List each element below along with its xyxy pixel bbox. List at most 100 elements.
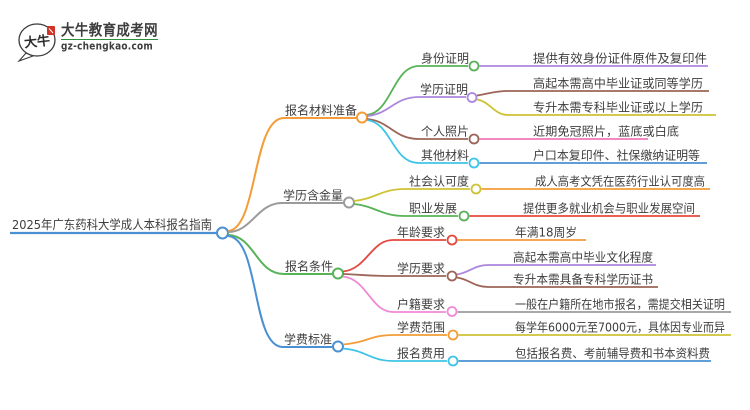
brand-domain: gz-chengkao.com [61,41,153,53]
logo-speech-bubble-icon [18,23,56,57]
leaf-fee-range-detail[interactable]: 每学年6000元至7000元，具体因专业而异 [458,320,732,336]
leaf-age-req-detail[interactable]: 年满18周岁 [457,225,587,241]
leaf-id-proof-label[interactable]: 提供有效身份证件原件及复印件 [533,51,707,66]
node-age-req-label[interactable]: 年龄要求 [397,226,445,240]
leaf-residence-req-detail[interactable]: 一般在户籍所在地市报名，需提交相关证明 [457,297,732,313]
node-reg-fee-circle[interactable] [447,355,459,367]
root-node[interactable]: 2025年广东药科大学成人本科报名指南 [10,217,229,240]
leaf-fee-range-label[interactable]: 每学年6000元至7000元，具体因专业而异 [515,320,725,335]
branch-fees-circle[interactable] [332,340,344,353]
connector-root-materials [227,117,285,232]
root-node-label[interactable]: 2025年广东药科大学成人本科报名指南 [12,217,212,232]
node-edu-proof-label[interactable]: 学历证明 [420,82,468,97]
branch-materials-label[interactable]: 报名材料准备 [285,103,357,118]
branch-value[interactable]: 学历含金量 [282,188,355,209]
branch-fees[interactable]: 学费标准 [283,332,344,353]
leaf-career-detail[interactable]: 提供更多就业机会与职业发展空间 [469,201,701,217]
node-career-label[interactable]: 职业发展 [409,201,457,216]
brand-name: 大牛教育成考网 [61,21,158,39]
connector-value-recognition [353,188,406,202]
leaf-edu-proof-zhuanshengben[interactable]: 专升本需专科毕业证或以上学历 [476,98,716,116]
node-id-proof[interactable]: 身份证明 [419,51,480,72]
node-photo-circle[interactable] [468,133,480,145]
node-other-materials-circle[interactable] [468,157,480,169]
branch-conditions[interactable]: 报名条件 [284,259,344,280]
node-career-circle[interactable] [458,210,470,222]
leaf-edu-req-zhuanshengben[interactable]: 专升本需具备专科学历证书 [456,272,658,288]
branch-materials[interactable]: 报名材料准备 [284,103,368,124]
connector-root-fees [227,235,284,348]
branch-value-circle[interactable] [343,196,355,209]
node-career[interactable]: 职业发展 [405,201,470,222]
branch-value-label[interactable]: 学历含金量 [283,188,343,203]
leaf-photo-detail[interactable]: 近期免冠照片，蓝底或白底 [479,124,680,140]
node-id-proof-circle[interactable] [468,60,480,72]
node-residence-req-circle[interactable] [446,306,458,317]
leaf-social-recognition-label[interactable]: 成人高考文凭在医药行业认可度高 [535,174,705,189]
connector-materials-eduproof [366,96,420,117]
node-fee-range-circle[interactable] [447,329,459,341]
leaf-edu-req-gaoqiben-label[interactable]: 高起本需高中毕业文化程度 [513,250,653,265]
leaf-edu-req-zhuanshengben-line [456,276,658,288]
connector-value-career [353,203,406,217]
leaf-edu-proof-zhuanshengben-label[interactable]: 专升本需专科毕业证或以上学历 [533,100,703,115]
leaf-edu-req-gaoqiben[interactable]: 高起本需高中毕业文化程度 [456,250,656,276]
connector-root-conditions [227,234,285,275]
leaf-edu-req-gaoqiben-line [456,264,656,276]
leaf-other-materials-detail[interactable]: 户口本复印件、社保缴纳证明等 [479,148,708,164]
leaf-reg-fee-label[interactable]: 包括报名费、考前辅导费和书本资料费 [515,346,710,361]
leaf-edu-req-zhuanshengben-label[interactable]: 专升本需具备专科学历证书 [513,272,653,287]
connector-materials-photo [366,118,420,140]
node-edu-proof[interactable]: 学历证明 [419,82,478,103]
leaf-career-label[interactable]: 提供更多就业机会与职业发展空间 [523,201,695,216]
connector-materials-other [366,119,420,164]
node-other-materials[interactable]: 其他材料 [419,149,480,169]
node-social-recognition-label[interactable]: 社会认可度 [409,174,469,189]
logo-bubble-text: 大牛 [23,33,51,52]
connector-conditions-residence [342,275,394,313]
connector-materials-idproof [366,65,420,116]
logo-bubble-tail-icon [17,52,35,63]
node-edu-req[interactable]: 学历要求 [393,261,458,282]
branch-conditions-label[interactable]: 报名条件 [285,259,333,274]
node-edu-proof-circle[interactable] [466,92,478,103]
leaf-edu-proof-gaoqiben[interactable]: 高起本需高中毕业证或同等学历 [476,76,709,97]
connector-conditions-edu [342,273,394,277]
node-residence-req[interactable]: 户籍要求 [393,297,458,317]
leaf-reg-fee-detail[interactable]: 包括报名费、考前辅导费和书本资料费 [458,346,712,362]
node-age-req[interactable]: 年龄要求 [393,226,458,246]
node-social-recognition-circle[interactable] [470,183,482,195]
node-edu-req-circle[interactable] [446,270,458,282]
branch-conditions-circle[interactable] [332,267,344,280]
leaf-other-materials-label[interactable]: 户口本复印件、社保缴纳证明等 [533,148,700,163]
connector-fees-range [342,334,394,346]
site-logo[interactable]: 大牛 大牛教育成考网 gz-chengkao.com [17,17,158,63]
connector-fees-regfee [342,347,394,362]
branch-fees-label[interactable]: 学费标准 [284,332,332,347]
connector-root-value [227,202,283,233]
node-other-materials-label[interactable]: 其他材料 [421,149,469,163]
node-fee-range[interactable]: 学费范围 [393,320,459,341]
node-social-recognition[interactable]: 社会认可度 [405,174,482,195]
logo-seal-mark [48,28,54,34]
node-residence-req-label[interactable]: 户籍要求 [397,297,445,312]
leaf-residence-req-label[interactable]: 一般在户籍所在地市报名，需提交相关证明 [515,297,725,312]
node-edu-req-label[interactable]: 学历要求 [397,261,445,276]
leaf-id-proof-detail[interactable]: 提供有效身份证件原件及复印件 [479,51,709,67]
leaf-photo-label[interactable]: 近期免冠照片，蓝底或白底 [533,124,679,139]
node-photo-label[interactable]: 个人照片 [421,125,469,139]
node-id-proof-label[interactable]: 身份证明 [421,51,469,66]
leaf-edu-proof-gaoqiben-line [476,90,709,97]
root-node-circle[interactable] [216,226,229,240]
node-photo[interactable]: 个人照片 [419,125,480,145]
node-reg-fee-label[interactable]: 报名费用 [397,346,445,361]
leaf-age-req-label[interactable]: 年满18周岁 [515,225,577,240]
leaf-edu-proof-gaoqiben-label[interactable]: 高起本需高中毕业证或同等学历 [533,76,703,91]
node-fee-range-label[interactable]: 学费范围 [397,320,445,335]
branch-materials-circle[interactable] [356,111,368,124]
node-age-req-circle[interactable] [446,234,458,246]
leaf-social-recognition-detail[interactable]: 成人高考文凭在医药行业认可度高 [481,174,711,190]
node-reg-fee[interactable]: 报名费用 [393,346,459,367]
